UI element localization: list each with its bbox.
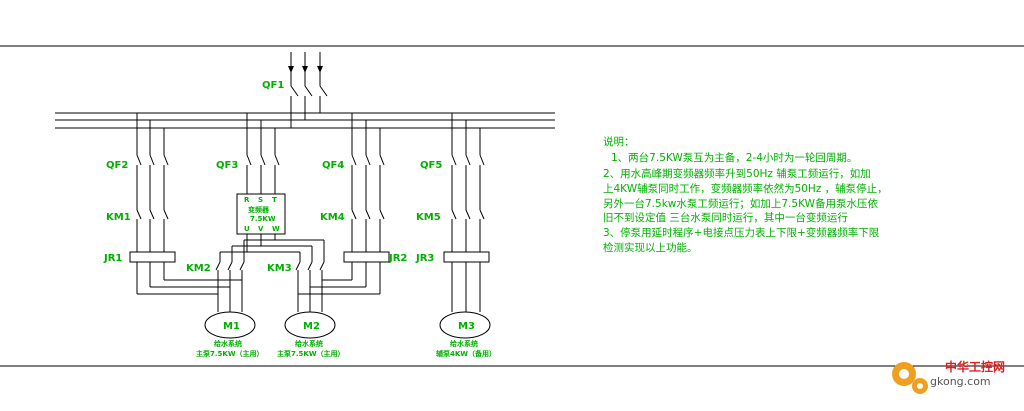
vfd-pin-u: U (244, 225, 250, 233)
jr3-label: JR3 (415, 253, 434, 264)
vfd-pin-r: R (244, 196, 250, 204)
motor-m3 (439, 311, 491, 339)
notes-line-6: 3、停泵用延时程序+电接点压力表上下限+变频器频率下限 (603, 226, 880, 239)
km2-label: KM2 (186, 263, 211, 274)
notes-line-3: 上4KW辅泵同时工作，变频器频率依然为50Hz ，辅泵停止， (603, 182, 888, 195)
qf1-breaker (290, 85, 328, 128)
branch-1-wiring (129, 113, 242, 295)
km1-label: KM1 (106, 212, 131, 223)
incoming-supply (288, 52, 323, 86)
jr1-label: JR1 (103, 253, 122, 264)
motor-m2 (284, 311, 336, 339)
motor-m2-caption1: 给水系统 (295, 339, 323, 348)
notes-line-4: 另外一台7.5kw水泵工频运行；如加上7.5KW备用泵水压依 (603, 197, 878, 210)
qf3-label: QF3 (216, 160, 238, 171)
notes-line-7: 检测实现以上功能。 (603, 241, 698, 254)
notes-line-2: 2、用水高峰期变频器频率升到50Hz 辅泵工频运行，如加 (603, 167, 871, 180)
km4-label: KM4 (320, 212, 345, 223)
motor-m3-label: M3 (458, 321, 475, 332)
watermark-brand: 中华工控网 (945, 359, 1005, 374)
motor-m1-caption1: 给水系统 (214, 339, 242, 348)
notes-block: 说明： 1、两台7.5KW泵互为主备，2-4小时为一轮回周期。 2、用水高峰期变… (603, 135, 888, 254)
motor-m3-caption2: 辅泵4KW（备用） (436, 349, 496, 358)
qf5-label: QF5 (420, 160, 442, 171)
qf2-label: QF2 (106, 160, 128, 171)
watermark-domain: gkong.com (930, 375, 991, 388)
vfd-pin-t: T (272, 196, 277, 204)
vfd-pin-v: V (258, 225, 264, 233)
km5-label: KM5 (416, 212, 441, 223)
vfd-pin-s: S (258, 196, 263, 204)
notes-title: 说明： (603, 135, 635, 148)
motor-m2-caption2: 主泵7.5KW（主用） (277, 349, 345, 358)
branch-4-wiring (443, 113, 490, 312)
jr2-label: JR2 (388, 253, 407, 264)
vfd-pin-w: W (272, 225, 280, 233)
motor-m2-label: M2 (303, 321, 320, 332)
qf4-label: QF4 (322, 160, 344, 171)
vfd-rating: 7.5KW (250, 215, 276, 223)
vfd-name: 变频器 (248, 205, 270, 214)
motor-m1-caption2: 主泵7.5KW（主用） (196, 349, 264, 358)
branch-2-vfd-wiring (215, 113, 325, 312)
motor-m1-label: M1 (223, 321, 240, 332)
gkong-watermark: 中华工控网 gkong.com (892, 359, 1005, 394)
notes-line-1: 1、两台7.5KW泵互为主备，2-4小时为一轮回周期。 (611, 151, 857, 164)
motor-m1 (204, 311, 256, 339)
busbars (55, 112, 555, 129)
branch-3-wiring (298, 113, 390, 295)
notes-line-5: 旧不到设定值 三台水泵同时运行，其中一台变频运行 (603, 211, 848, 224)
km3-label: KM3 (267, 263, 292, 274)
qf1-label: QF1 (262, 80, 284, 91)
motor-m3-caption1: 给水系统 (450, 339, 478, 348)
